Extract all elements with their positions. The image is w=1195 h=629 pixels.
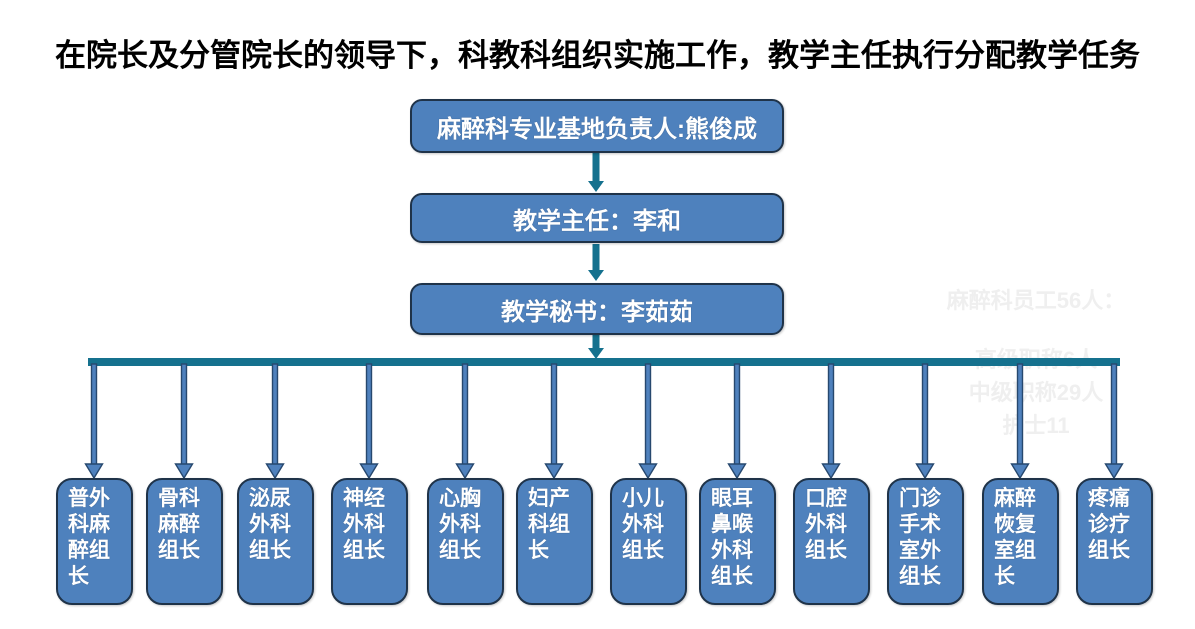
org-node-label: 教学秘书：李茹茹 [501, 298, 693, 326]
org-node-leaf-1: 普外 科麻 醉组 长 [56, 478, 133, 605]
leaf-arrow-6 [544, 363, 564, 479]
staff-mid-text: 中级职称29人 [968, 380, 1104, 405]
connector-director-to-secretary-arrow [588, 244, 604, 281]
org-node-leaf-12: 疼痛 诊疗 组长 [1076, 478, 1153, 605]
org-node-leaf-7: 小儿 外科 组长 [610, 478, 687, 605]
leaf-arrow-1 [84, 363, 104, 479]
org-node-leaf-10: 门诊 手术 室外 组长 [887, 478, 964, 605]
leaf-arrow-8 [727, 363, 747, 479]
leaf-arrow-4 [359, 363, 379, 479]
leaf-arrow-12 [1104, 363, 1124, 479]
org-node-leaf-8: 眼耳 鼻喉 外科 组长 [699, 478, 776, 605]
org-node-teaching-secretary: 教学秘书：李茹茹 [410, 283, 784, 335]
org-node-label: 麻醉科专业基地负责人:熊俊成 [437, 115, 757, 143]
leaf-arrow-7 [638, 363, 658, 479]
org-node-teaching-director: 教学主任：李和 [410, 193, 784, 243]
page-title: 在院长及分管院长的领导下，科教科组织实施工作，教学主任执行分配教学任务 [55, 38, 1140, 73]
org-node-leaf-6: 妇产 科组 长 [516, 478, 593, 605]
staff-stats-watermark: 麻醉科员工56人： 高级职称6人 中级职称29人 护士11 [925, 284, 1147, 442]
org-node-leaf-3: 泌尿 外科 组长 [237, 478, 314, 605]
leaf-arrow-3 [265, 363, 285, 479]
distribution-rail [88, 358, 1120, 366]
org-node-leaf-11: 麻醉 恢复 室组 长 [982, 478, 1059, 605]
org-node-base-leader: 麻醉科专业基地负责人:熊俊成 [410, 99, 784, 153]
org-node-leaf-4: 神经 外科 组长 [331, 478, 408, 605]
leaf-arrow-11 [1010, 363, 1030, 479]
leaf-arrow-2 [174, 363, 194, 479]
org-node-leaf-2: 骨科 麻醉 组长 [146, 478, 223, 605]
org-node-leaf-5: 心胸 外科 组长 [427, 478, 504, 605]
connector-secretary-to-rail-arrow [588, 335, 604, 359]
leaf-arrow-9 [821, 363, 841, 479]
connector-root-to-director-arrow [588, 153, 604, 192]
org-node-label: 教学主任：李和 [513, 207, 681, 235]
leaf-arrow-5 [455, 363, 475, 479]
leaf-arrow-10 [915, 363, 935, 479]
org-node-leaf-9: 口腔 外科 组长 [793, 478, 870, 605]
staff-nurse-text: 护士11 [1002, 413, 1070, 438]
staff-total-text: 麻醉科员工56人： [946, 288, 1126, 313]
